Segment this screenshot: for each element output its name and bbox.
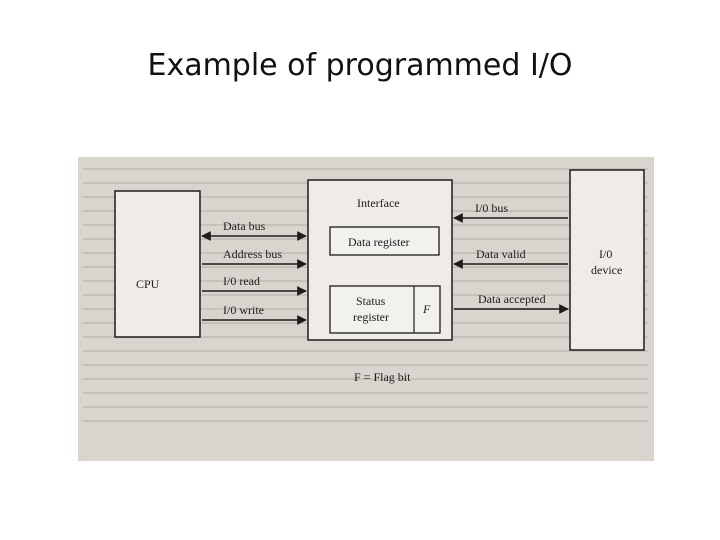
data-bus-label: Data bus <box>223 219 266 233</box>
io-interface-diagram: CPU Interface Data register Status regis… <box>83 168 648 422</box>
data-accepted-label: Data accepted <box>478 292 546 306</box>
io-device-label-line1: I/0 <box>599 247 612 261</box>
data-register-box <box>329 226 440 256</box>
interface-label: Interface <box>357 196 400 210</box>
flag-label: F <box>422 302 431 316</box>
io-write-label: I/0 write <box>223 303 264 317</box>
io-device-box <box>569 169 645 351</box>
scanned-figure: CPU Interface Data register Status regis… <box>78 157 654 461</box>
io-bus-label: I/0 bus <box>475 201 508 215</box>
io-read-label: I/0 read <box>223 274 260 288</box>
flag-bit-caption: F = Flag bit <box>354 370 411 384</box>
status-register-label-line2: register <box>353 310 389 324</box>
address-bus-label: Address bus <box>223 247 282 261</box>
status-register-label-line1: Status <box>356 294 386 308</box>
cpu-box <box>114 190 201 338</box>
status-register-box <box>329 285 441 334</box>
cpu-label: CPU <box>136 277 160 291</box>
io-device-label-line2: device <box>591 263 622 277</box>
data-valid-label: Data valid <box>476 247 526 261</box>
slide-title: Example of programmed I/O <box>147 48 573 83</box>
data-register-label: Data register <box>348 235 410 249</box>
